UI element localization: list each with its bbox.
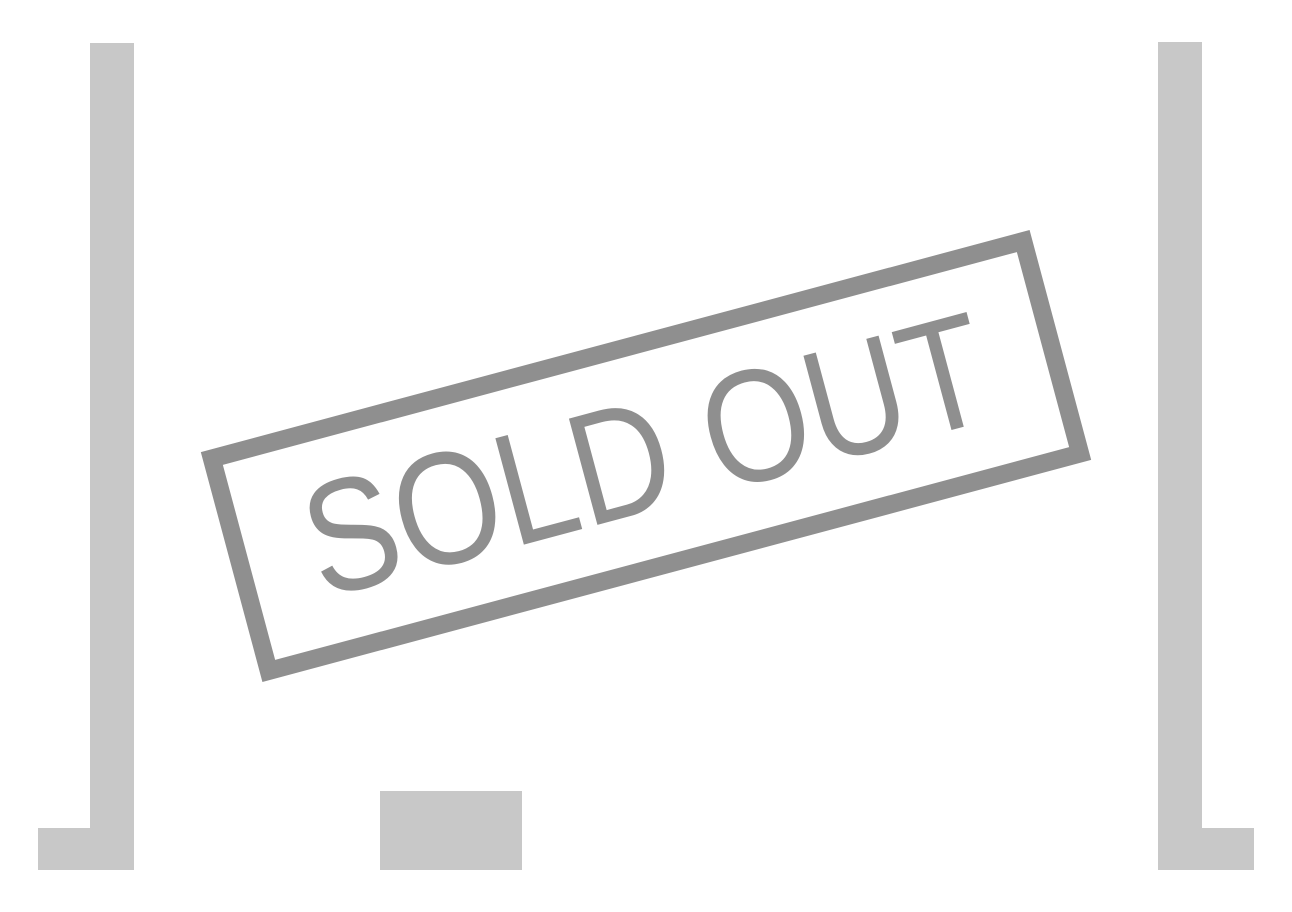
stamp-border <box>200 230 1092 682</box>
right-bracket-foot <box>1158 828 1254 870</box>
right-bracket-vertical <box>1158 42 1202 870</box>
bottom-block <box>380 791 522 870</box>
left-bracket-foot <box>38 828 134 870</box>
left-bracket-vertical <box>90 43 134 870</box>
